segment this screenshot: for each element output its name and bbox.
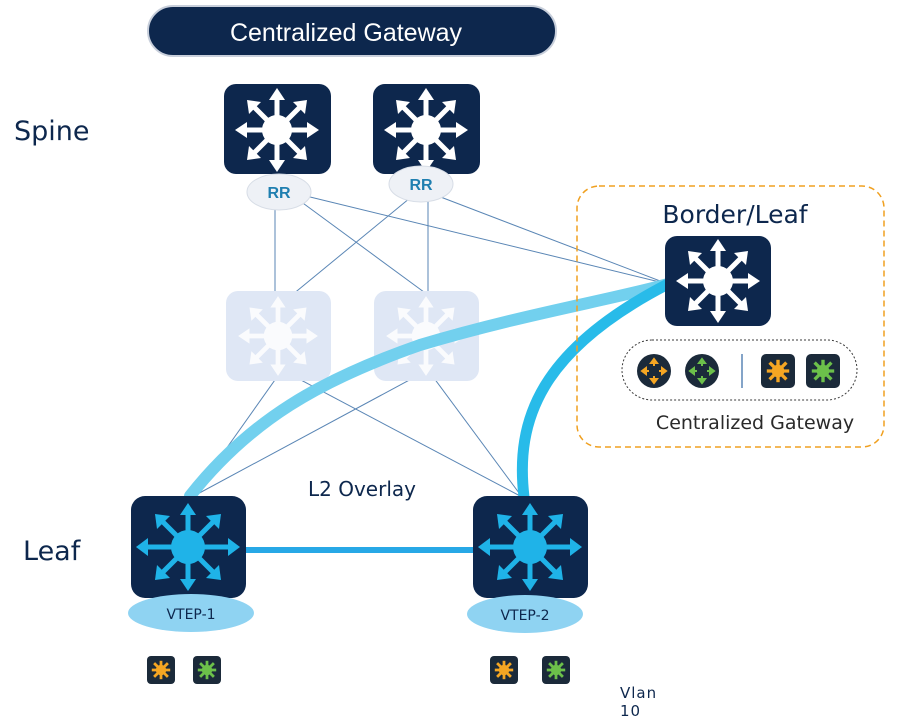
vlan-icon-green <box>806 354 840 388</box>
tunnel-vtep1-border <box>184 278 674 502</box>
vtep-2: VTEP-2 <box>467 595 583 633</box>
ghost-switch-1 <box>226 291 331 381</box>
leaf-switch-1[interactable] <box>131 496 246 598</box>
vlan-icon-green-leaf2 <box>542 656 570 684</box>
rr-badge-2: RR <box>388 165 454 203</box>
spine-switch-1[interactable] <box>224 84 331 174</box>
vlan-icon-orange <box>761 354 795 388</box>
vlan-icon-orange-leaf2 <box>490 656 518 684</box>
router-icon-orange <box>637 354 671 388</box>
border-leaf-switch[interactable] <box>665 236 771 326</box>
title-text: Centralized Gateway <box>230 19 463 47</box>
leaf-switch-2[interactable] <box>473 496 588 598</box>
vlan-icon-green-leaf1 <box>193 656 221 684</box>
router-icon-green <box>685 354 719 388</box>
rr-label-2: RR <box>409 177 433 194</box>
vtep-2-label: VTEP-2 <box>500 608 549 624</box>
overlay-tunnels <box>184 278 674 553</box>
rr-badge-1: RR <box>246 173 312 211</box>
vtep-1: VTEP-1 <box>128 594 254 632</box>
vtep-1-label: VTEP-1 <box>166 607 215 623</box>
tunnel-vtep2-border <box>516 278 674 503</box>
centralized-gateway-label: Centralized Gateway <box>656 412 854 434</box>
rr-label-1: RR <box>267 185 291 202</box>
vlan-label: Vlan 10 <box>620 684 658 720</box>
title-banner: Centralized Gateway <box>147 5 557 57</box>
spine-label: Spine <box>14 116 90 147</box>
border-leaf-group: Border/Leaf <box>576 185 885 448</box>
leaf-label: Leaf <box>23 536 82 567</box>
spine-switch-2[interactable] <box>373 84 480 174</box>
l2-overlay-label: L2 Overlay <box>308 477 416 501</box>
vlan-icon-orange-leaf1 <box>147 656 175 684</box>
border-leaf-label: Border/Leaf <box>662 200 808 229</box>
gateway-pill <box>621 339 858 401</box>
